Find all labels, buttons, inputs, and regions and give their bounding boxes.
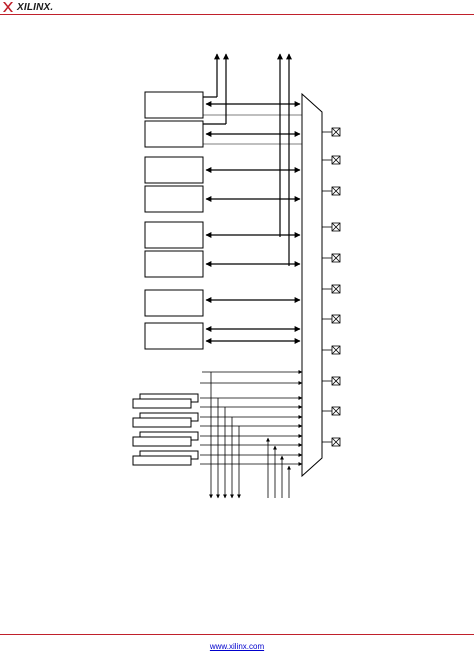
lower-vertical-lines-left — [209, 372, 241, 499]
stacked-front-3 — [132, 436, 192, 447]
function-block-2 — [144, 120, 204, 148]
xilinx-logo-icon — [3, 2, 13, 12]
io-pad-group — [322, 127, 341, 447]
logo-text: XILINX. — [17, 1, 54, 13]
upper-block-group — [144, 91, 204, 350]
function-block-4 — [144, 185, 204, 213]
function-block-3 — [144, 156, 204, 184]
lower-vertical-lines-right — [266, 437, 291, 498]
function-block-6 — [144, 250, 204, 278]
lower-stacked-group — [132, 393, 199, 466]
stacked-front-1 — [132, 398, 192, 409]
page-header: XILINX. — [0, 0, 474, 16]
horizontal-buses — [205, 101, 301, 344]
stacked-front-2 — [132, 417, 192, 428]
lower-control-buses — [200, 370, 303, 466]
xilinx-logo[interactable]: XILINX. — [2, 0, 53, 14]
top-vertical-buses — [203, 53, 292, 266]
stacked-front-4 — [132, 455, 192, 466]
thin-horizontal-lines — [203, 114, 302, 145]
switch-matrix — [301, 92, 323, 478]
footer-website-link[interactable]: www.xilinx.com — [209, 642, 265, 651]
function-block-1 — [144, 91, 204, 119]
footer-rule — [0, 634, 474, 635]
function-block-5 — [144, 221, 204, 249]
function-block-8 — [144, 322, 204, 350]
function-block-7 — [144, 289, 204, 317]
header-rule — [0, 14, 474, 15]
